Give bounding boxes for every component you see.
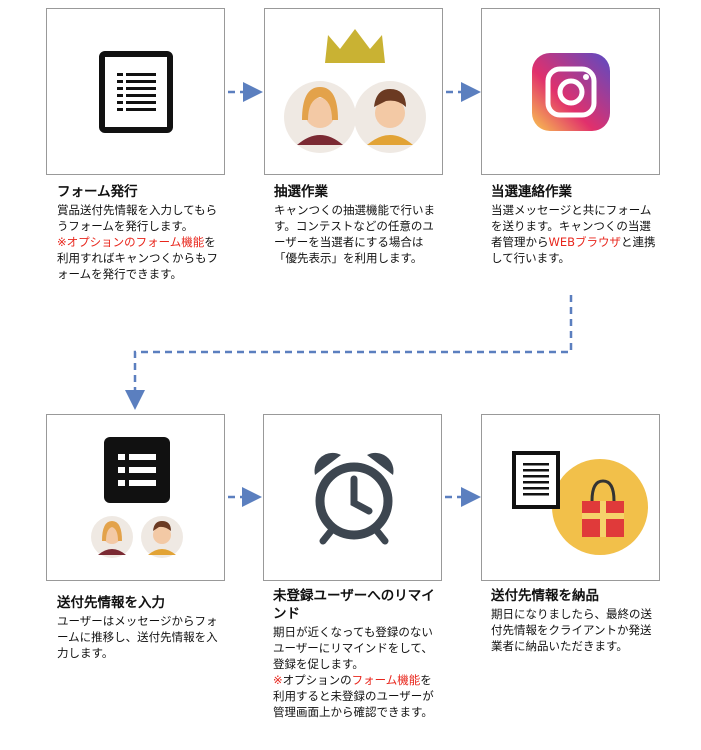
step-1-text: フォーム発行 賞品送付先情報を入力してもらうフォームを発行します。 ※オプション… [57,183,225,282]
crown-winners-icon [284,29,426,153]
step-5-note-prefix: ※ [273,673,283,687]
instagram-icon [532,53,610,131]
step-4-body: ユーザーはメッセージからフォームに推移し、送付先情報を入力します。 [57,614,218,660]
step-6-text: 送付先情報を納品 期日になりましたら、最終の送付先情報をクライアントか発送業者に… [491,587,659,654]
step-2-box [264,8,443,175]
step-4-title: 送付先情報を入力 [57,595,165,611]
step-6-box [481,414,660,581]
step-1-title: フォーム発行 [57,184,138,200]
step-5-body: 期日が近くなっても登録のないユーザーにリマインドをして、登録を促します。 [273,625,433,671]
step-5-note-suffix: を利用すると未登録のユーザーが管理画面上から確認できます。 [273,673,434,719]
step-6-title: 送付先情報を納品 [491,588,599,604]
step-2-text: 抽選作業 キャンつくの抽選機能で行います。コンテストなどの任意のユーザーを当選者… [274,183,442,266]
step-3-web-browser-link[interactable]: WEBブラウザ [548,235,622,249]
list-form-users-icon [91,437,183,558]
step-1-note-prefix: ※オプションの [57,235,136,249]
step-4-text: 送付先情報を入力 ユーザーはメッセージからフォームに推移し、送付先情報を入力しま… [57,594,225,661]
step-3-body-b: と連携して行います。 [491,235,656,265]
step-5-text: 未登録ユーザーへのリマインド 期日が近くなっても登録のないユーザーにリマインドを… [273,587,441,720]
document-gift-icon [512,451,648,555]
alarm-clock-icon [314,452,394,545]
step-3-text: 当選連絡作業 当選メッセージと共にフォームを送ります。キャンつくの当選者管理から… [491,183,659,266]
form-document-icon [99,51,173,133]
step-4-box [46,414,225,581]
step-1-form-feature-link[interactable]: フォーム機能 [135,235,205,249]
step-3-box [481,8,660,175]
step-3-title: 当選連絡作業 [491,184,572,200]
step-1-note-suffix: を利用すればキャンつくからもフォームを発行できます。 [57,235,218,281]
step-5-note-mid: オプションの [282,673,352,687]
step-5-box [263,414,442,581]
step-1-box [46,8,225,175]
step-3-body-a: 当選メッセージと共にフォームを送ります。キャンつくの当選者管理から [491,203,652,249]
step-1-body: 賞品送付先情報を入力してもらうフォームを発行します。 [57,203,218,233]
step-2-title: 抽選作業 [274,184,328,200]
step-5-title: 未登録ユーザーへのリマインド [273,588,435,622]
step-5-form-feature-link[interactable]: フォーム機能 [351,673,421,687]
step-6-body: 期日になりましたら、最終の送付先情報をクライアントか発送業者に納品いただきます。 [491,607,652,653]
step-2-body: キャンつくの抽選機能で行います。コンテストなどの任意のユーザーを当選者にする場合… [274,203,435,265]
